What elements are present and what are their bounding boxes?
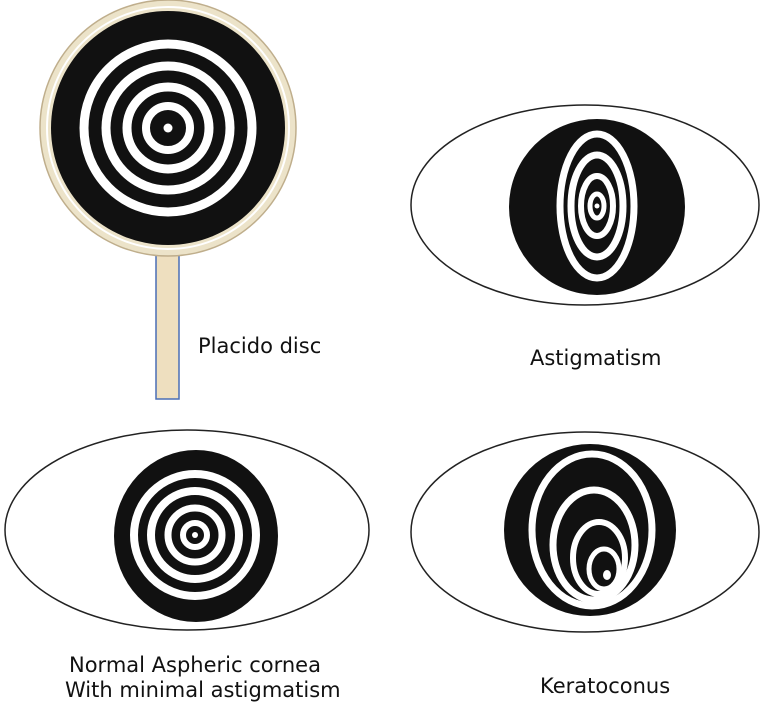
placido-center-dot (164, 124, 173, 133)
astigmatism-label: Astigmatism (530, 344, 662, 372)
astigmatism-center-dot (595, 204, 600, 209)
normal-center-dot (192, 532, 198, 538)
keratoconus-center-dot (603, 570, 611, 580)
normal-cornea-label-line1: Normal Aspheric cornea (69, 651, 319, 679)
placido-disc-label: Placido disc (198, 332, 321, 360)
keratoconus-figure (411, 432, 759, 632)
placido-disc-handle (156, 248, 179, 399)
normal-cornea-figure (5, 430, 369, 630)
normal-cornea-label-line2: With minimal astigmatism (65, 676, 355, 704)
keratoconus-label: Keratoconus (540, 672, 670, 700)
astigmatism-figure (411, 105, 759, 305)
